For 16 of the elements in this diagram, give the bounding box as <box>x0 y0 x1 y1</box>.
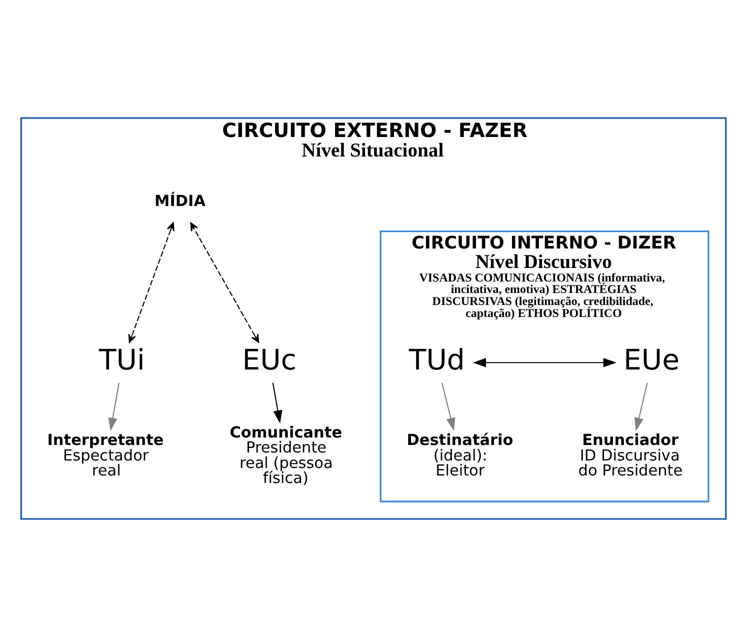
node-text: Interpretante Espectador real <box>47 431 164 480</box>
node-text: MÍDIA <box>154 192 206 210</box>
node-text: TUd <box>408 343 465 376</box>
node-text: Comunicante Presidente real (pessoa física) <box>230 423 342 488</box>
node-text: EUc <box>242 343 296 376</box>
arrow <box>272 382 282 424</box>
arrow <box>190 222 260 343</box>
arrow <box>472 358 616 368</box>
node-text: EUe <box>623 343 680 376</box>
node-text: Enunciador ID Discursiva do Presidente <box>578 431 683 480</box>
node-text: Destinatário (ideal): Eleitor <box>406 431 514 480</box>
arrow <box>128 222 174 343</box>
arrow <box>634 382 648 431</box>
arrow <box>441 382 456 431</box>
node-text: TUi <box>99 343 145 376</box>
arrow <box>108 382 120 431</box>
